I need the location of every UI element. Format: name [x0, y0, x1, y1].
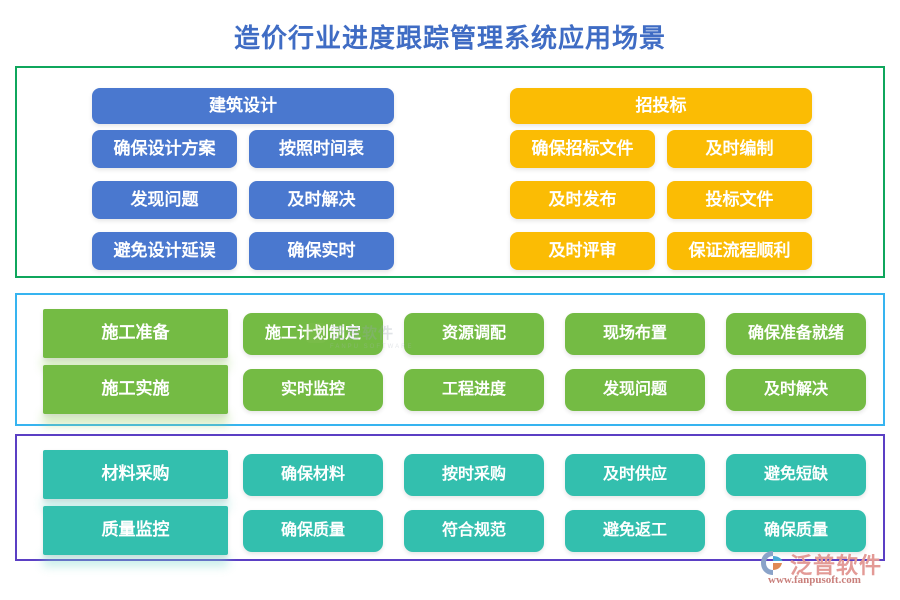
fanpu-logo-icon: [761, 551, 783, 575]
panel-construction: 施工准备 施工计划制定 资源调配 现场布置 确保准备就绪 施工实施 实时监控 工…: [15, 293, 885, 426]
chip-design-r3c2[interactable]: 确保实时: [249, 232, 394, 270]
chip-material-r1c2[interactable]: 按时采购: [404, 454, 544, 496]
chip-construction-r2c3[interactable]: 发现问题: [565, 369, 705, 411]
chip-construction-r2c4[interactable]: 及时解决: [726, 369, 866, 411]
chip-quality-r2c3[interactable]: 避免返工: [565, 510, 705, 552]
panel-upper: 建筑设计 确保设计方案 按照时间表 发现问题 及时解决 避免设计延误 确保实时 …: [15, 66, 885, 278]
chip-bidding-r3c1[interactable]: 及时评审: [510, 232, 655, 270]
chip-bidding-r2c1[interactable]: 及时发布: [510, 181, 655, 219]
chip-quality-r2c2[interactable]: 符合规范: [404, 510, 544, 552]
chip-construction-r1c2[interactable]: 资源调配: [404, 313, 544, 355]
chip-construction-r2c2[interactable]: 工程进度: [404, 369, 544, 411]
lead-glow-2: [43, 413, 228, 425]
chip-construction-r1c1[interactable]: 施工计划制定: [243, 313, 383, 355]
chip-bidding-r2c2[interactable]: 投标文件: [667, 181, 812, 219]
chip-design-r3c1[interactable]: 避免设计延误: [92, 232, 237, 270]
chip-construction-r2c1[interactable]: 实时监控: [243, 369, 383, 411]
chip-bidding-r1c2[interactable]: 及时编制: [667, 130, 812, 168]
lead-material-purchase[interactable]: 材料采购: [43, 450, 228, 499]
chip-quality-r2c4[interactable]: 确保质量: [726, 510, 866, 552]
chip-material-r1c3[interactable]: 及时供应: [565, 454, 705, 496]
group-design: 建筑设计 确保设计方案 按照时间表 发现问题 及时解决 避免设计延误 确保实时: [17, 68, 452, 276]
group-design-header[interactable]: 建筑设计: [92, 88, 394, 124]
chip-design-r1c1[interactable]: 确保设计方案: [92, 130, 237, 168]
chip-bidding-r3c2[interactable]: 保证流程顺利: [667, 232, 812, 270]
lead-construction-exec[interactable]: 施工实施: [43, 365, 228, 414]
group-bidding: 招投标 确保招标文件 及时编制 及时发布 投标文件 及时评审 保证流程顺利: [452, 68, 887, 276]
page-title: 造价行业进度跟踪管理系统应用场景: [233, 23, 666, 53]
group-bidding-header[interactable]: 招投标: [510, 88, 812, 124]
chip-material-r1c4[interactable]: 避免短缺: [726, 454, 866, 496]
chip-bidding-r1c1[interactable]: 确保招标文件: [510, 130, 655, 168]
brand-url: www.fanpusoft.com: [768, 574, 861, 586]
lead-construction-prep[interactable]: 施工准备: [43, 309, 228, 358]
chip-design-r1c2[interactable]: 按照时间表: [249, 130, 394, 168]
chip-material-r1c1[interactable]: 确保材料: [243, 454, 383, 496]
lead-glow-4: [43, 554, 228, 566]
brand-name: 泛普软件: [790, 553, 883, 578]
brand-logo: 泛普软件 www.fanpusoft.com: [760, 548, 895, 594]
chip-construction-r1c3[interactable]: 现场布置: [565, 313, 705, 355]
chip-quality-r2c1[interactable]: 确保质量: [243, 510, 383, 552]
panel-material-quality: 材料采购 确保材料 按时采购 及时供应 避免短缺 质量监控 确保质量 符合规范 …: [15, 434, 885, 566]
chip-design-r2c2[interactable]: 及时解决: [249, 181, 394, 219]
chip-design-r2c1[interactable]: 发现问题: [92, 181, 237, 219]
lead-quality-control[interactable]: 质量监控: [43, 506, 228, 555]
chip-construction-r1c4[interactable]: 确保准备就绪: [726, 313, 866, 355]
